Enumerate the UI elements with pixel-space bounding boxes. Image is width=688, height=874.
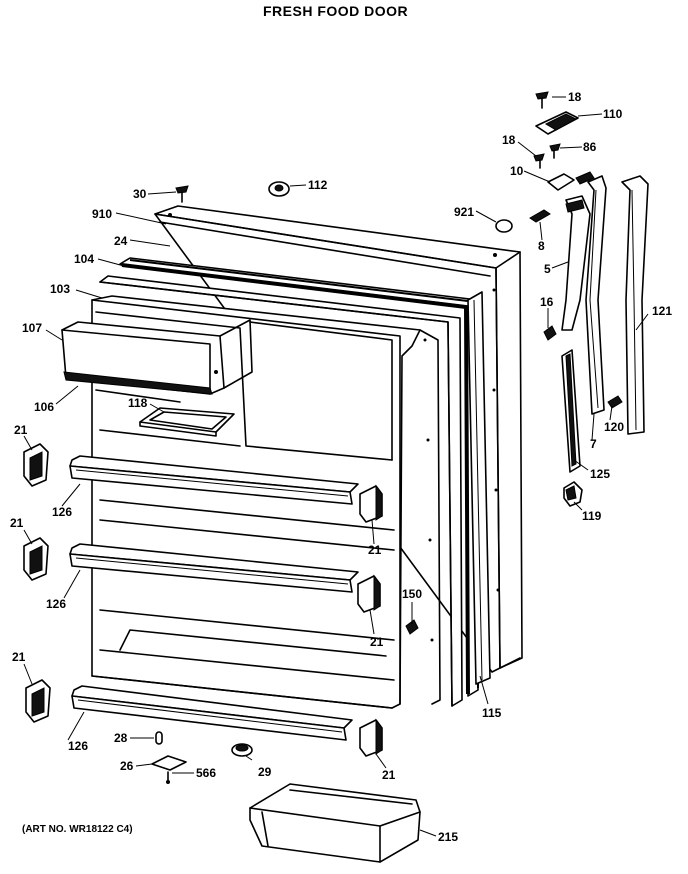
callout-8: 8 (538, 239, 545, 253)
door-bin-215 (249, 783, 421, 863)
screw-150 (405, 619, 419, 635)
callout-110: 110 (603, 107, 623, 121)
handle-cover-121 (621, 175, 649, 435)
callout-125: 125 (590, 467, 610, 481)
cap-119 (563, 481, 583, 507)
bracket-8 (529, 209, 551, 223)
callout-566: 566 (196, 766, 216, 780)
screw-18-mid (533, 153, 545, 169)
callout-104: 104 (74, 252, 94, 266)
callout-7: 7 (590, 437, 597, 451)
callout-18-second: 18 (502, 133, 516, 147)
shelf-end-cap-right-2 (357, 574, 381, 613)
callout-28: 28 (114, 731, 128, 745)
callout-21-right-upper: 21 (368, 543, 382, 557)
plate-26 (151, 755, 187, 784)
shelf-end-cap-left-3 (25, 679, 51, 723)
shelf-bar-middle (69, 543, 359, 593)
callout-103: 103 (50, 282, 70, 296)
callout-112: 112 (308, 178, 328, 192)
shelf-end-cap-left-1 (23, 443, 49, 487)
dairy-compartment-door (61, 319, 253, 395)
callout-120: 120 (604, 420, 624, 434)
callout-126-middle: 126 (46, 597, 66, 611)
trim-125 (561, 349, 581, 473)
art-number: (ART NO. WR18122 C4) (22, 824, 133, 835)
shelf-bar-upper (69, 455, 359, 505)
callout-921: 921 (454, 205, 474, 219)
callout-86: 86 (583, 140, 597, 154)
callout-21-right-middle: 21 (370, 635, 384, 649)
door-liner (91, 275, 500, 709)
butter-shelf (139, 407, 235, 437)
screw-86 (549, 143, 561, 159)
callout-150: 150 (402, 587, 422, 601)
screw-16 (543, 325, 557, 341)
shelf-end-cap-right-1 (359, 484, 383, 523)
callout-115: 115 (482, 706, 502, 720)
callout-21-left-lower: 21 (12, 650, 26, 664)
callout-215: 215 (438, 830, 458, 844)
hinge-10 (547, 171, 595, 191)
callout-5: 5 (544, 262, 551, 276)
shelf-bar-lower (71, 685, 353, 741)
callout-21-right-lower: 21 (382, 768, 396, 782)
callout-26: 26 (120, 759, 134, 773)
callout-126-upper: 126 (52, 505, 72, 519)
callout-10: 10 (510, 164, 524, 178)
leader-lines (23, 96, 649, 837)
gasket-strip (467, 291, 491, 685)
callout-24: 24 (114, 234, 128, 248)
screw-30 (175, 185, 189, 203)
callout-121: 121 (652, 304, 672, 318)
plug-29 (231, 743, 253, 757)
callout-910: 910 (92, 207, 112, 221)
callout-30: 30 (133, 187, 147, 201)
handle-base-5 (561, 195, 591, 331)
callout-126-lower: 126 (68, 739, 88, 753)
handle-rail-7 (585, 175, 607, 415)
shelf-end-cap-left-2 (23, 537, 49, 581)
callout-18: 18 (568, 90, 582, 104)
callout-21-left-middle: 21 (10, 516, 24, 530)
callout-118: 118 (128, 396, 148, 410)
callout-labels: 18 110 18 86 10 30 112 910 921 8 24 104 … (10, 90, 672, 844)
callout-21-left-upper: 21 (14, 423, 28, 437)
diagram-title: FRESH FOOD DOOR (263, 3, 408, 19)
hinge-cover-110 (535, 111, 579, 135)
plug-112 (268, 181, 290, 197)
callout-29: 29 (258, 765, 272, 779)
plug-921 (495, 219, 513, 233)
pin-28 (155, 731, 163, 745)
callout-107: 107 (22, 321, 42, 335)
screw-18-top (535, 91, 549, 109)
callout-119: 119 (582, 509, 602, 523)
callout-106: 106 (34, 400, 54, 414)
shelf-end-cap-right-3 (359, 718, 383, 757)
screw-120 (607, 395, 623, 409)
callout-16: 16 (540, 295, 554, 309)
